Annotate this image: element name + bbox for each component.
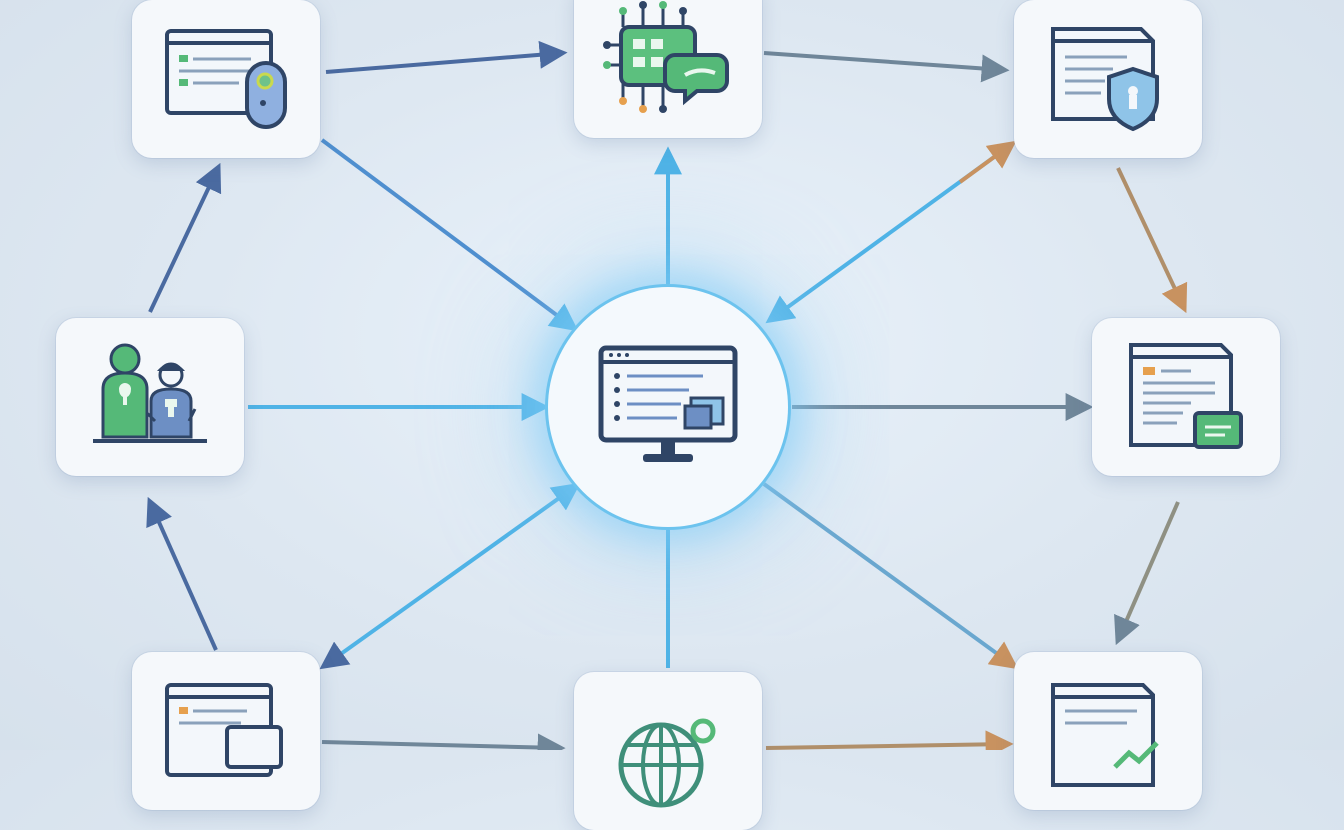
node-mid-right[interactable]	[1092, 318, 1280, 476]
arrow-midright-to-bottomright	[1114, 501, 1180, 646]
node-bottom-left[interactable]	[132, 652, 320, 810]
hub-node[interactable]	[548, 287, 788, 527]
connector-layer	[146, 40, 1188, 750]
people-icon	[93, 343, 207, 443]
document-chat-icon	[1129, 343, 1243, 449]
arrow-hub-to-bottomleft	[319, 482, 581, 670]
arrow-bottomleft-to-bottomcenter	[321, 733, 566, 750]
arrow-topleft-to-hub	[320, 138, 579, 332]
node-mid-left[interactable]	[56, 318, 244, 476]
browser-shield-icon	[165, 29, 287, 129]
document-chart-icon	[1051, 683, 1159, 787]
browser-cards-icon	[165, 683, 283, 777]
arrow-bottomleft-to-midleft	[146, 496, 218, 651]
node-bottom-right[interactable]	[1014, 652, 1202, 810]
arrow-topright-spoke-head	[958, 140, 1017, 184]
arrow-topcenter-to-topright	[763, 51, 1010, 83]
chip-chat-icon	[603, 1, 729, 113]
arrow-bottomcenter-to-bottomright	[765, 730, 1014, 750]
node-top-left[interactable]	[132, 0, 320, 158]
arrow-midleft-to-topleft	[148, 162, 222, 313]
node-bottom-center[interactable]	[574, 672, 762, 830]
monitor-icon	[598, 345, 738, 462]
globe-pin-icon	[618, 718, 716, 808]
node-top-right[interactable]	[1014, 0, 1202, 158]
arrow-topright-to-midright	[1116, 167, 1188, 314]
arrow-hub-to-bottomright	[762, 482, 1019, 670]
document-shield-icon	[1051, 27, 1159, 132]
arrow-topleft-to-topcenter	[325, 40, 568, 74]
node-top-center[interactable]	[574, 0, 762, 138]
